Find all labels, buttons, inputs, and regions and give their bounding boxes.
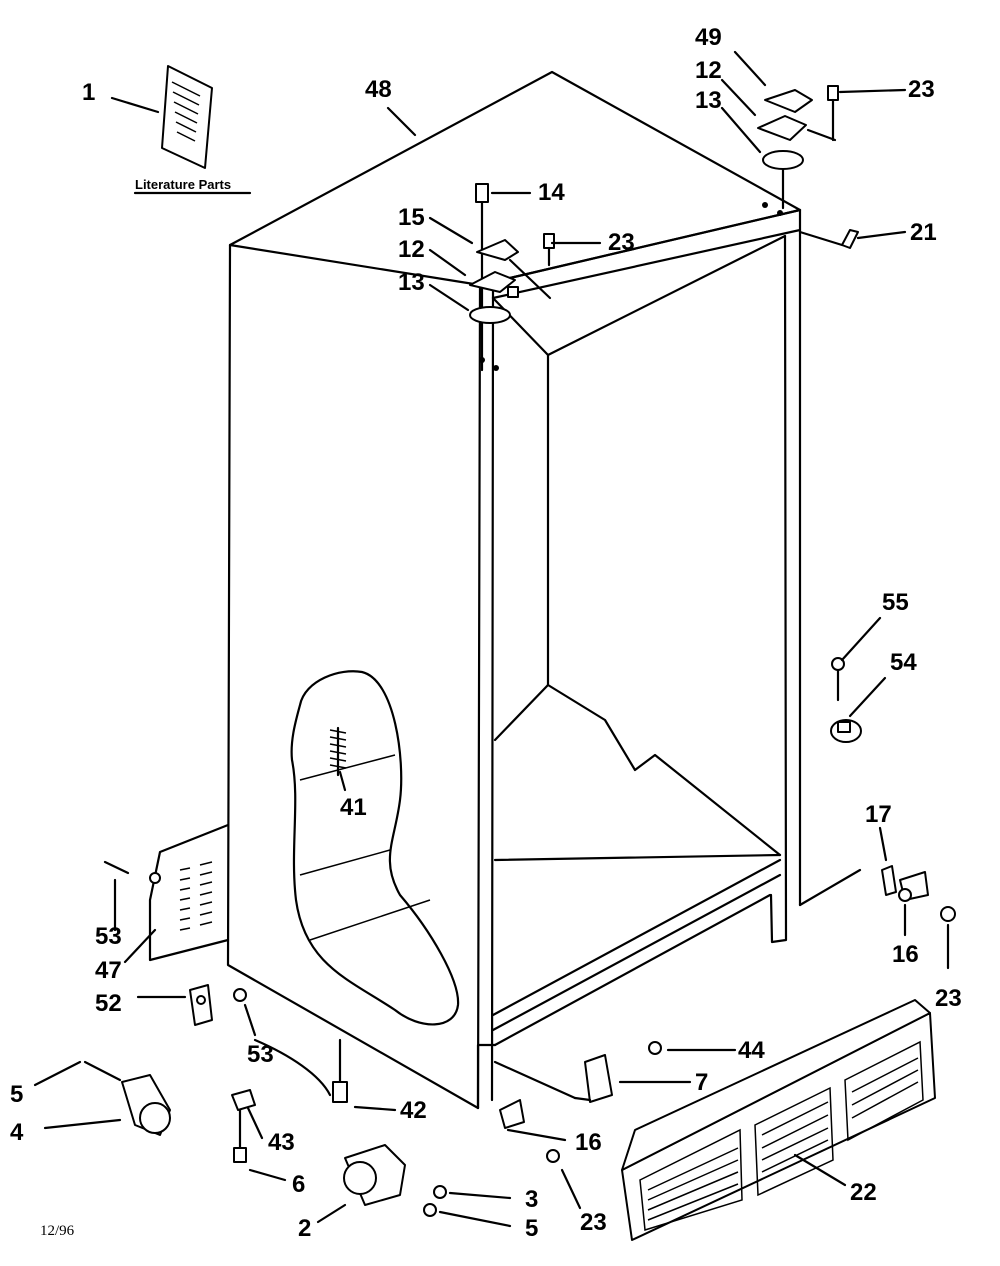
literature-booklet — [133, 65, 252, 195]
callout-6: 6 — [292, 1171, 305, 1198]
cabinet-body — [148, 70, 862, 1110]
callout-43: 43 — [268, 1129, 295, 1156]
leader-lines — [33, 50, 950, 1228]
literature-caption: Literature Parts — [135, 177, 231, 192]
callout-44: 44 — [738, 1037, 765, 1064]
callout-54: 54 — [890, 649, 917, 676]
callout-1: 1 — [82, 79, 95, 106]
part-21-pin — [841, 229, 859, 249]
callout-48: 48 — [365, 76, 392, 103]
callout-12-top-right: 12 — [695, 57, 722, 84]
callout-16-right: 16 — [892, 941, 919, 968]
part-2-roller — [343, 1144, 447, 1217]
part-16-bottom-bracket — [499, 1099, 560, 1163]
part-47-panel — [103, 860, 213, 931]
callout-12-hinge: 12 — [398, 236, 425, 263]
callout-4: 4 — [10, 1119, 24, 1146]
part-17-16-right-bracket — [881, 865, 956, 922]
part-22-grille — [621, 999, 936, 1241]
callout-52: 52 — [95, 990, 122, 1017]
callout-16-bottom: 16 — [575, 1129, 602, 1156]
part-52-bracket — [189, 984, 247, 1026]
callout-13-top-right: 13 — [695, 87, 722, 114]
callout-53-bottom: 53 — [247, 1041, 274, 1068]
part-7-hinge — [573, 1041, 662, 1103]
callout-41: 41 — [340, 794, 367, 821]
callout-55: 55 — [882, 589, 909, 616]
callout-21: 21 — [910, 219, 937, 246]
part-54-55-bracket — [830, 657, 862, 743]
callout-numbers: 1 48 49 12 13 23 14 15 23 12 13 21 55 54… — [10, 24, 962, 1242]
date-code: 12/96 — [40, 1223, 75, 1239]
callout-15: 15 — [398, 204, 425, 231]
part-4-roller — [83, 1060, 171, 1136]
callout-42: 42 — [400, 1097, 427, 1124]
top-hinge-left — [469, 183, 555, 372]
callout-7: 7 — [695, 1069, 708, 1096]
callout-23-top-right: 23 — [908, 76, 935, 103]
callout-3: 3 — [525, 1186, 538, 1213]
part-42-tube — [231, 1038, 348, 1163]
callout-53-left: 53 — [95, 923, 122, 950]
callout-14: 14 — [538, 179, 565, 206]
callout-23-hinge: 23 — [608, 229, 635, 256]
top-hinge-right — [757, 85, 839, 216]
callout-49: 49 — [695, 24, 722, 51]
callout-22: 22 — [850, 1179, 877, 1206]
callout-2: 2 — [298, 1215, 311, 1242]
callout-17: 17 — [865, 801, 892, 828]
callout-23-right: 23 — [935, 985, 962, 1012]
callout-13-hinge: 13 — [398, 269, 425, 296]
callout-5-left: 5 — [10, 1081, 23, 1108]
callout-5-bottom: 5 — [525, 1215, 538, 1242]
callout-47: 47 — [95, 957, 122, 984]
callout-23-bottom: 23 — [580, 1209, 607, 1236]
part-41-spring — [329, 726, 347, 777]
